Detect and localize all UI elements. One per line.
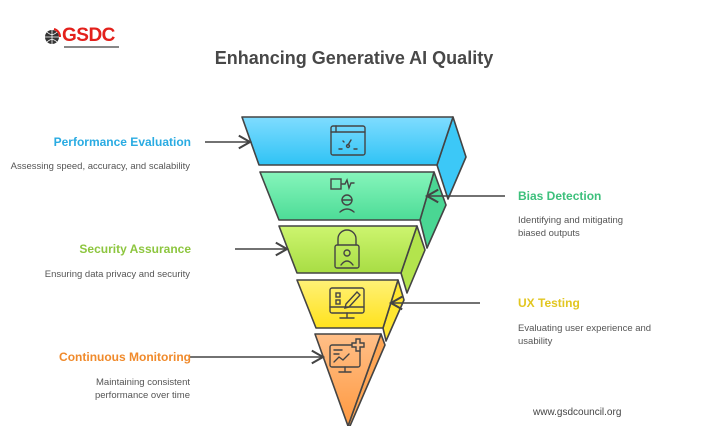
page-title: Enhancing Generative AI Quality xyxy=(214,48,494,68)
funnel-layer-ux xyxy=(296,279,405,342)
monitor-chart-icon xyxy=(329,338,365,373)
funnel-layer-bias xyxy=(259,171,447,249)
logo-subtitle-bar xyxy=(64,46,119,48)
label-bias-detection: Bias Detection xyxy=(518,189,602,203)
logo-globe-icon xyxy=(42,27,62,52)
label-security-assurance: Security Assurance xyxy=(79,242,191,256)
desc-continuous-monitoring: Maintaining consistent performance over … xyxy=(94,377,190,401)
website-link[interactable]: www.gsdcouncil.org xyxy=(533,407,622,418)
desc-ux-testing: Evaluating user experience and usability xyxy=(518,323,652,347)
logo-text: GSDC xyxy=(62,25,115,46)
funnel-layer-performance xyxy=(241,116,467,200)
user-lock-icon xyxy=(334,229,360,269)
funnel-layer-monitoring xyxy=(314,333,386,426)
desc-bias-detection: Identifying and mitigating biased output… xyxy=(518,215,624,239)
speed-dashboard-icon xyxy=(330,125,366,156)
monitor-edit-icon xyxy=(329,287,365,319)
label-continuous-monitoring: Continuous Monitoring xyxy=(59,350,191,364)
desc-performance-evaluation: Assessing speed, accuracy, and scalabili… xyxy=(10,161,190,172)
desc-security-assurance: Ensuring data privacy and security xyxy=(44,269,190,280)
bias-face-signal-icon xyxy=(330,177,355,213)
label-performance-evaluation: Performance Evaluation xyxy=(53,135,191,149)
label-ux-testing: UX Testing xyxy=(518,296,580,310)
